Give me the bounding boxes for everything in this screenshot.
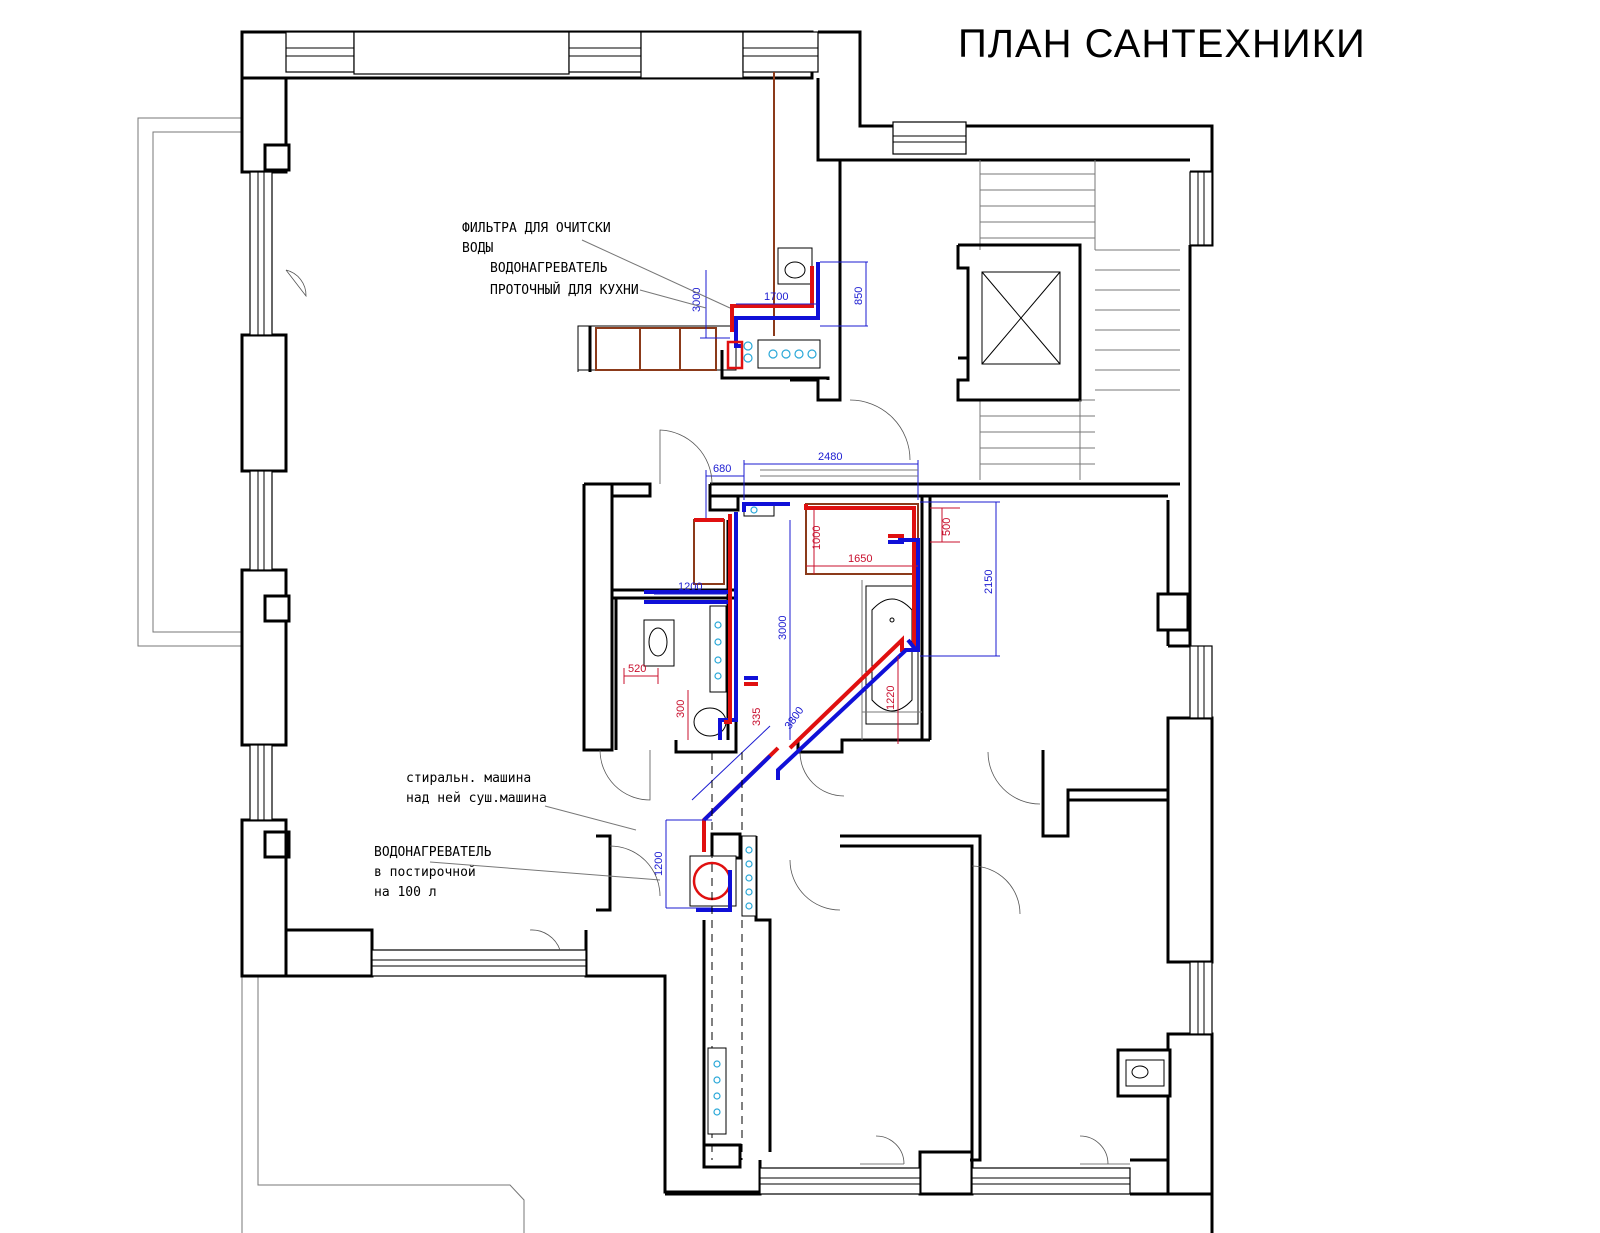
dim-wc-3000: 3000 <box>777 616 789 640</box>
note-washer-1: стиральн. машина <box>406 771 531 786</box>
bathroom: 1000 1650 500 2150 1220 <box>776 501 1000 780</box>
note-boiler-1: ВОДОНАГРЕВАТЕЛЬ <box>374 845 492 860</box>
dim-hall-680: 680 <box>713 463 731 475</box>
dim-kitchen-1700: 1700 <box>764 291 788 303</box>
plan-title: ПЛАН САНТЕХНИКИ <box>958 22 1366 66</box>
note-filter-2: ВОДЫ <box>462 241 493 256</box>
note-washer-2: над ней суш.машина <box>406 791 547 806</box>
note-boiler-3: на 100 л <box>374 885 437 900</box>
dim-bath-1000: 1000 <box>811 526 823 550</box>
dim-bath-1220: 1220 <box>885 686 897 710</box>
dim-wc-335: 335 <box>751 708 763 726</box>
laundry: 1200 <box>429 725 780 1160</box>
south-terrace <box>241 970 525 1233</box>
kitchen: 1700 850 3000 <box>577 72 868 380</box>
note-kitchen-heater-1: ВОДОНАГРЕВАТЕЛЬ <box>490 261 608 276</box>
note-filter-1: ФИЛЬТРА ДЛЯ ОЧИТСКИ <box>462 221 611 236</box>
note-kitchen-heater-2: ПРОТОЧНЫЙ ДЛЯ КУХНИ <box>490 282 639 298</box>
dim-wc-520: 520 <box>628 663 646 675</box>
dim-kitchen-850: 850 <box>853 287 865 305</box>
doors <box>285 269 1130 1165</box>
dim-wc-1200: 1200 <box>678 581 702 593</box>
annotations: ФИЛЬТРА ДЛЯ ОЧИТСКИ ВОДЫ ВОДОНАГРЕВАТЕЛЬ… <box>374 221 639 900</box>
note-boiler-2: в постирочной <box>374 865 476 880</box>
dim-wc-300: 300 <box>675 700 687 718</box>
stairwell <box>790 158 1190 480</box>
windows <box>249 31 1213 1195</box>
dim-bath-1650: 1650 <box>848 553 872 565</box>
dim-diag-3800: 3800 <box>783 705 807 732</box>
hall-dimensions: 680 2480 <box>705 451 919 520</box>
wc-block: 1200 3000 520 300 335 3800 <box>623 502 807 740</box>
dim-laundry-1200: 1200 <box>653 852 665 876</box>
dim-bath-2150: 2150 <box>983 570 995 594</box>
dim-bath-500: 500 <box>941 518 953 536</box>
dim-hall-2480: 2480 <box>818 451 842 463</box>
west-balcony <box>137 117 242 647</box>
